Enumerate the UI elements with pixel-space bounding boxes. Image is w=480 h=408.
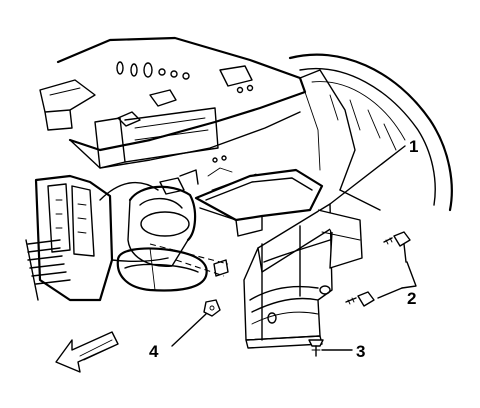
callout-2: 2: [407, 289, 416, 308]
air-duct-assembly: [116, 185, 229, 292]
callout-1: 1: [409, 137, 418, 156]
upper-mounting-bracket: [159, 155, 324, 237]
push-retainer-icon: [308, 339, 324, 357]
splash-shield: [213, 203, 363, 349]
bolt-lower-icon: [345, 291, 375, 307]
fasteners: [203, 231, 411, 357]
front-direction-arrow-icon: [55, 331, 119, 373]
nut-icon: [203, 299, 221, 317]
callout-4: 4: [149, 342, 159, 361]
leader-lines: [171, 145, 417, 351]
bolt-upper-icon: [383, 231, 411, 247]
wheelhouse-panel: [288, 53, 453, 212]
callout-3: 3: [356, 342, 365, 361]
left-suspension-components: [25, 174, 169, 302]
frame-rail: [39, 36, 356, 191]
